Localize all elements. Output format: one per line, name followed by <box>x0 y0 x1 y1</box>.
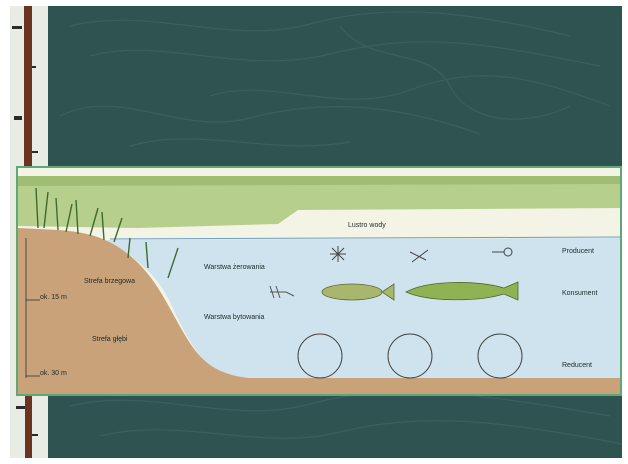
slide: Lustro wody Warstwa żerowania Warstwa by… <box>10 6 622 458</box>
lake-ecosystem-diagram: Lustro wody Warstwa żerowania Warstwa by… <box>16 166 622 396</box>
spawning-layer-label: Warstwa żerowania <box>204 264 265 271</box>
living-layer-label: Warstwa bytowania <box>204 314 264 321</box>
surface-label: Lustro wody <box>348 222 386 229</box>
trophic-level-reducer: Reducent <box>562 362 592 369</box>
shore-zone-label: Strefa brzegowa <box>84 278 135 285</box>
depth-15-label: ok. 15 m <box>40 294 67 301</box>
trophic-level-producer: Producent <box>562 248 594 255</box>
trophic-level-consumer: Konsument <box>562 290 597 297</box>
deep-zone-label: Strefa głębi <box>92 336 127 343</box>
depth-30-label: ok. 30 m <box>40 370 67 377</box>
